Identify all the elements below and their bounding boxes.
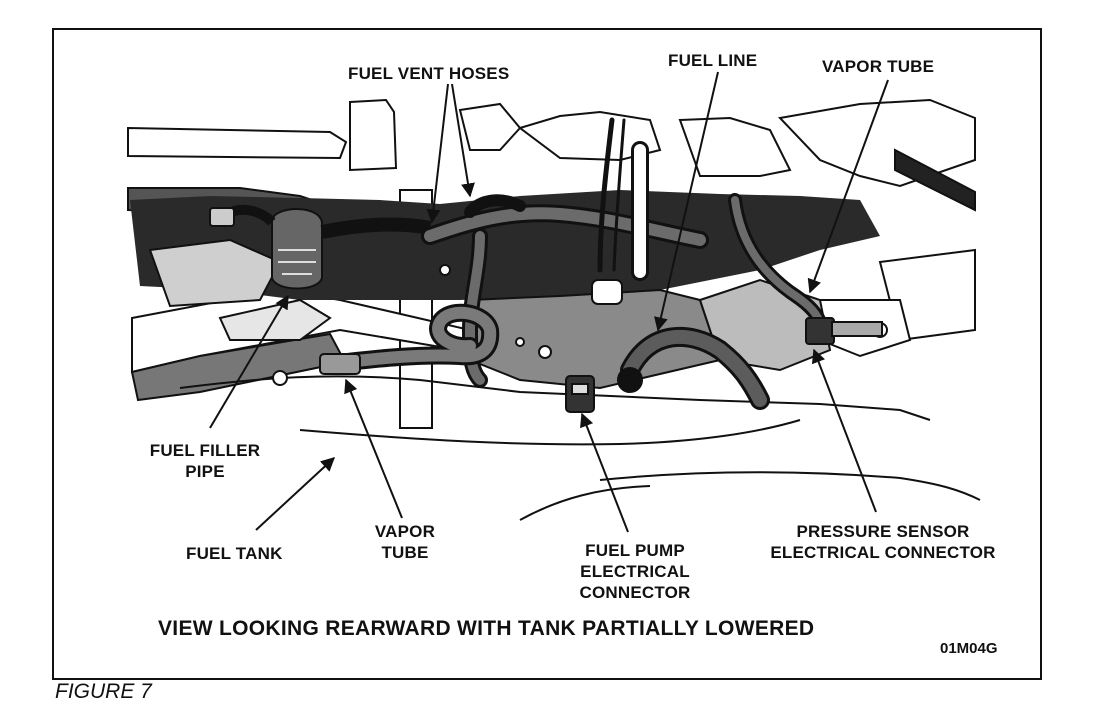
- leader-fuel-filler-pipe: [209, 294, 289, 429]
- label-pressure-sensor-line1: PRESSURE SENSOR: [796, 522, 970, 541]
- leader-vent-hose-2: [451, 83, 475, 198]
- leader-vapor-tube: [344, 378, 403, 519]
- leader-vent-hose-1: [426, 83, 449, 224]
- label-fuel-filler-pipe: FUEL FILLER PIPE: [130, 440, 280, 482]
- leader-pressure-sensor: [811, 348, 877, 513]
- leader-fuel-line: [654, 71, 719, 332]
- vapor-tube-connector-shape: [319, 353, 361, 375]
- label-fuel-pump-line2: ELECTRICAL: [580, 562, 690, 581]
- figure-label: FIGURE 7: [55, 680, 152, 703]
- leader-vapor-tube-top: [807, 79, 889, 294]
- label-vapor-tube-top: VAPOR TUBE: [822, 57, 935, 76]
- label-fuel-pump-connector: FUEL PUMP ELECTRICAL CONNECTOR: [560, 540, 710, 603]
- label-vapor-tube: VAPOR TUBE: [360, 521, 450, 563]
- figure-code: 01M04G: [940, 640, 998, 657]
- label-fuel-pump-line1: FUEL PUMP: [585, 541, 685, 560]
- leader-fuel-pump-connector: [580, 412, 629, 533]
- figure-border: [52, 28, 1042, 680]
- label-fuel-pump-line3: CONNECTOR: [579, 583, 691, 602]
- label-pressure-sensor-connector: PRESSURE SENSOR ELECTRICAL CONNECTOR: [740, 521, 1026, 563]
- fuel-filler-pipe-shape: [225, 204, 432, 290]
- label-fuel-filler-pipe-line2: PIPE: [185, 462, 225, 481]
- label-fuel-line: FUEL LINE: [668, 51, 758, 70]
- leader-fuel-tank: [255, 457, 336, 531]
- diagram-caption: VIEW LOOKING REARWARD WITH TANK PARTIALL…: [158, 617, 815, 640]
- label-vapor-tube-line1: VAPOR: [374, 522, 436, 541]
- label-fuel-tank: FUEL TANK: [186, 544, 283, 563]
- hoses: [321, 117, 827, 410]
- leader-lines: [209, 71, 889, 533]
- label-fuel-vent-hoses: FUEL VENT HOSES: [348, 64, 510, 83]
- label-vapor-tube-line2: TUBE: [381, 543, 429, 562]
- label-fuel-filler-pipe-line1: FUEL FILLER: [149, 441, 261, 460]
- connectors: [209, 207, 883, 413]
- label-pressure-sensor-line2: ELECTRICAL CONNECTOR: [770, 543, 996, 562]
